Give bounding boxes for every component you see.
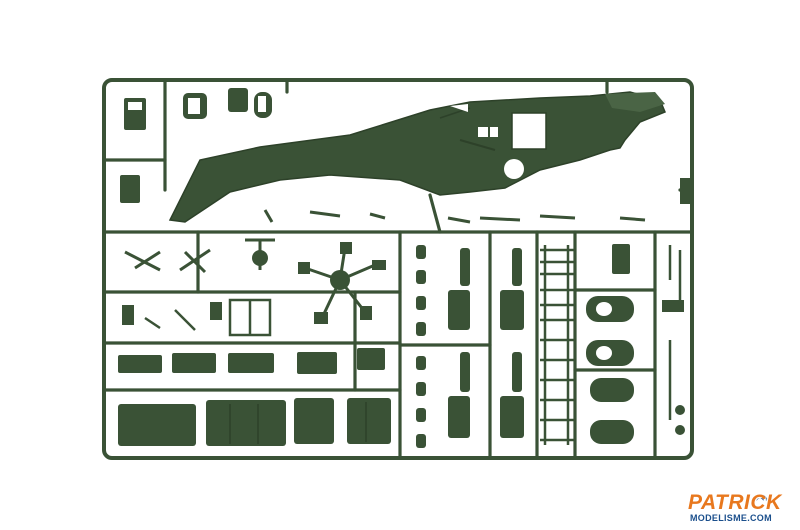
rotor-hub-part xyxy=(124,238,386,324)
weapon-pod-parts xyxy=(416,245,524,448)
signal-waves-icon xyxy=(752,494,768,501)
misc-small-parts xyxy=(122,298,272,337)
seat-panel-parts xyxy=(118,348,385,374)
interior-box-parts xyxy=(118,398,391,446)
logo-wordmark: PATRICK xyxy=(688,491,782,514)
small-parts-top-left xyxy=(120,88,272,203)
fuel-tank-parts xyxy=(586,244,634,444)
sprue-runners xyxy=(102,78,694,460)
rotor-blades-star xyxy=(298,242,386,324)
fuselage-half-part xyxy=(168,91,666,223)
ladder-parts xyxy=(540,245,575,445)
patrick-modelisme-logo: PATRICK MODELISME.COM xyxy=(680,488,796,528)
logo-subtitle: MODELISME.COM xyxy=(690,513,772,523)
antenna-parts xyxy=(662,245,685,435)
strut-parts xyxy=(263,178,690,224)
